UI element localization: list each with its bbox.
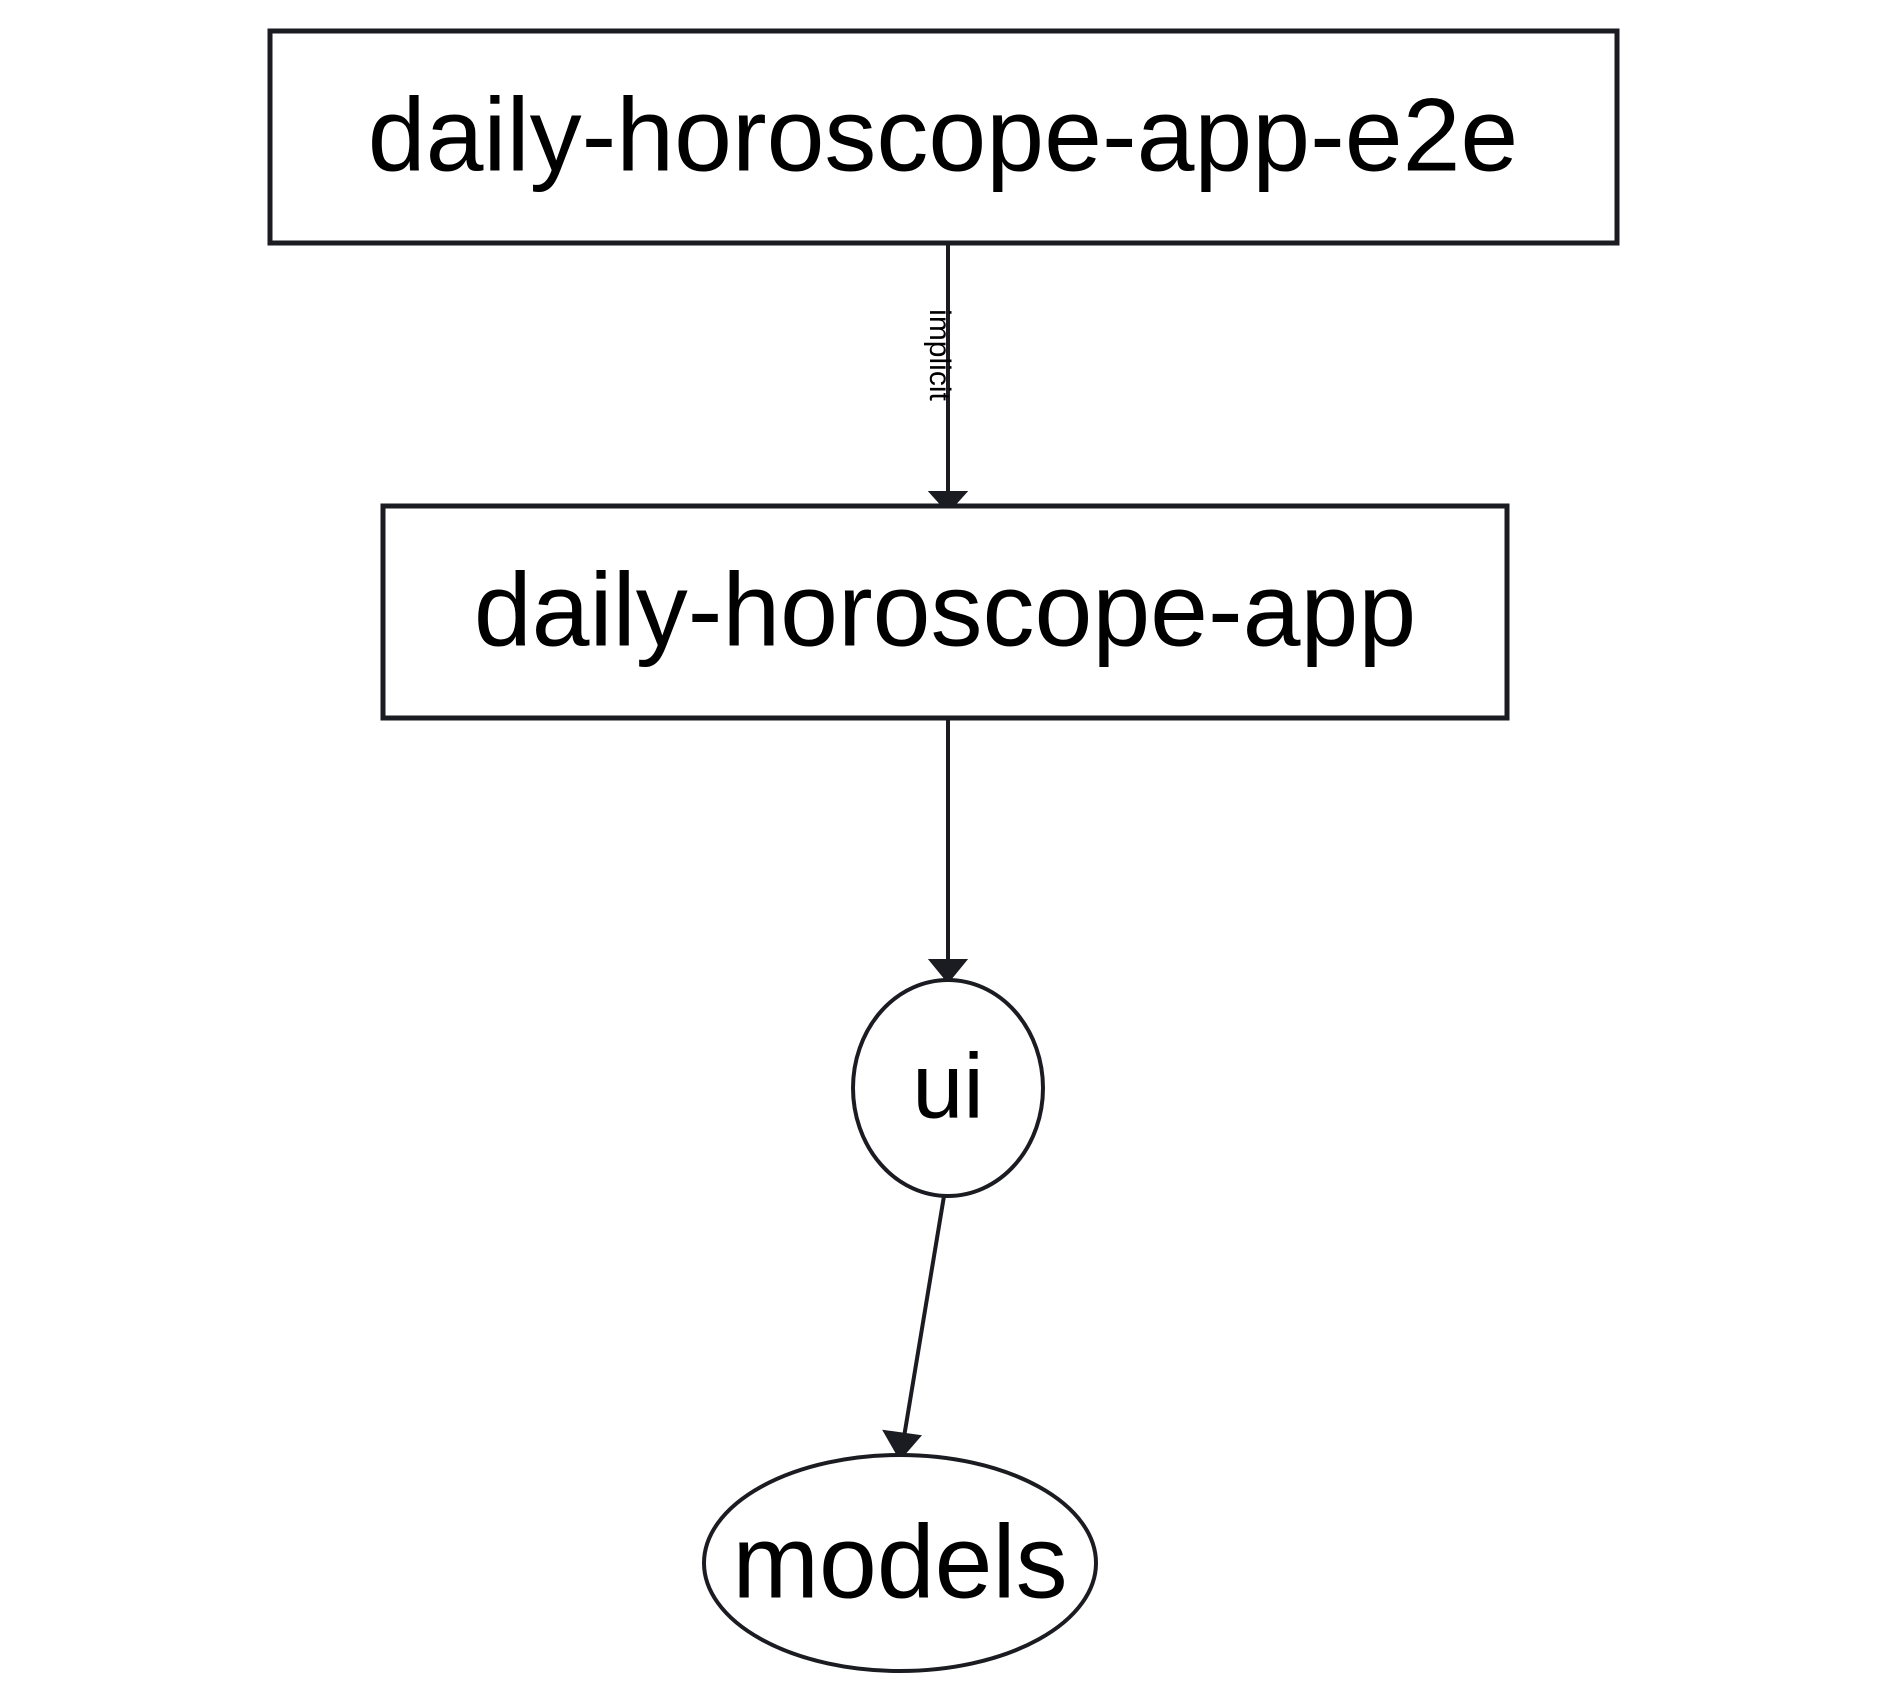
node-daily-horoscope-app-e2e[interactable]: daily-horoscope-app-e2e (267, 28, 1620, 246)
node-daily-horoscope-app[interactable]: daily-horoscope-app (380, 503, 1510, 721)
arrowhead-icon-app-to-ui (927, 959, 969, 984)
edge-app-to-ui[interactable] (927, 718, 969, 984)
node-ui[interactable]: ui (851, 978, 1045, 1198)
node-label-ui: ui (912, 1035, 984, 1137)
edge-ui-to-models[interactable] (882, 1195, 946, 1461)
node-label-models: models (732, 1504, 1067, 1620)
edge-label-implicit: implicit (923, 309, 956, 401)
edge-line-ui-to-models (902, 1195, 946, 1438)
node-models[interactable]: models (702, 1453, 1098, 1673)
arrowhead-icon-e2e-to-app (927, 491, 969, 514)
node-rect-app[interactable] (380, 503, 1510, 721)
node-label-app: daily-horoscope-app (474, 552, 1416, 668)
node-ellipse-ui[interactable] (851, 978, 1045, 1198)
node-label-e2e: daily-horoscope-app-e2e (368, 77, 1519, 193)
arrowhead-icon-ui-to-models (882, 1429, 922, 1461)
node-rect-e2e[interactable] (267, 28, 1620, 246)
edge-e2e-to-app[interactable]: implicit (923, 243, 969, 514)
node-ellipse-models[interactable] (702, 1453, 1098, 1673)
